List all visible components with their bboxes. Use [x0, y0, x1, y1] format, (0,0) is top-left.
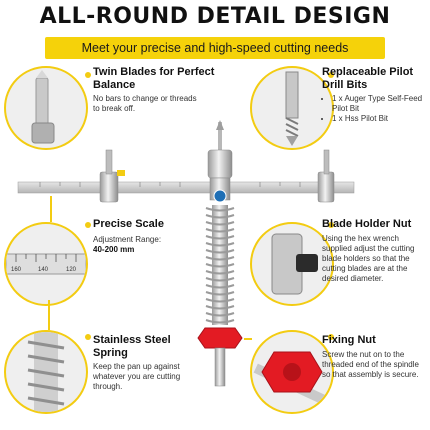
callout-dot: [328, 72, 334, 78]
callout-dot: [85, 72, 91, 78]
fixing-nut-desc: Screw the nut on to the threaded end of …: [322, 350, 419, 379]
callout-dot: [85, 334, 91, 340]
callout-dot: [85, 222, 91, 228]
spring-coil: [205, 207, 235, 212]
ruler-label: 160: [11, 267, 22, 273]
pilot-bit-item: 1 x Auger Type Self-Feed Pilot Bit: [332, 94, 428, 114]
spring-coil: [205, 221, 235, 226]
spring-coil: [205, 235, 235, 240]
left-blade-holder: [99, 171, 119, 203]
spring-coil: [205, 312, 235, 317]
spring-icon: [27, 332, 65, 412]
spring-coil: [205, 284, 235, 289]
pilot-bit-shank: [218, 122, 222, 152]
spring-coil: [205, 242, 235, 247]
spring-coil: [205, 256, 235, 261]
holder-nut-title: Blade Holder Nut: [322, 218, 412, 230]
spring-coil: [205, 291, 235, 296]
spring-coil: [205, 298, 235, 303]
callout-line: [244, 338, 252, 340]
scale-title: Precise Scale: [93, 218, 164, 230]
pilot-bits-photo: [250, 66, 334, 150]
drill-bit-icon: [285, 71, 299, 146]
ruler-label: 120: [66, 267, 77, 273]
scale-photo: 160 140 120: [4, 222, 88, 306]
twin-blades-desc: No bars to change or threads to break of…: [93, 94, 197, 113]
nut-icon: [271, 233, 318, 295]
brand-badge: [213, 189, 227, 203]
spring-coil: [205, 228, 235, 233]
fixing-nut-title: Fixing Nut: [322, 334, 376, 346]
red-fixing-nut: [197, 327, 243, 349]
graduated-bar: [17, 181, 355, 194]
callout-line: [50, 196, 52, 222]
callout-line: [48, 300, 50, 330]
spring-coil: [205, 270, 235, 275]
spring-photo: [4, 330, 88, 414]
right-blade: [323, 149, 330, 175]
spring-coil: [205, 263, 235, 268]
pilot-bit-item: 1 x Hss Pilot Bit: [332, 114, 428, 124]
spring-desc: Keep the pan up against whatever you are…: [93, 362, 181, 391]
subtitle-banner: Meet your precise and high-speed cutting…: [45, 37, 385, 59]
spindle-head: [207, 149, 233, 179]
right-blade-holder: [317, 171, 335, 203]
callout-dot: [328, 222, 334, 228]
spring-coil: [205, 214, 235, 219]
ruler-icon: 160 140 120: [6, 253, 86, 275]
spring-coil: [205, 277, 235, 282]
left-holder-clip: [117, 170, 125, 176]
spindle-spring: [212, 205, 228, 325]
ruler-label: 140: [38, 267, 49, 273]
twin-blades-photo: [4, 66, 88, 150]
left-blade: [105, 149, 113, 175]
spring-coil: [205, 319, 235, 324]
holder-nut-photo: [250, 222, 334, 306]
scale-range: 40-200 mm: [93, 245, 135, 254]
fixing-nut-photo: [250, 330, 334, 414]
blade-icon: [31, 70, 55, 144]
red-nut-icon: [253, 351, 331, 407]
callout-dot: [328, 334, 334, 340]
spring-coil: [205, 249, 235, 254]
scale-desc: Adjustment Range: 40-200 mm: [93, 235, 162, 254]
holder-nut-desc: Using the hex wrench supplied adjust the…: [322, 234, 415, 283]
pilot-bits-list: 1 x Auger Type Self-Feed Pilot Bit 1 x H…: [322, 94, 428, 124]
page-title: ALL-ROUND DETAIL DESIGN: [39, 4, 391, 29]
spring-coil: [205, 305, 235, 310]
spindle-shank: [214, 347, 226, 387]
